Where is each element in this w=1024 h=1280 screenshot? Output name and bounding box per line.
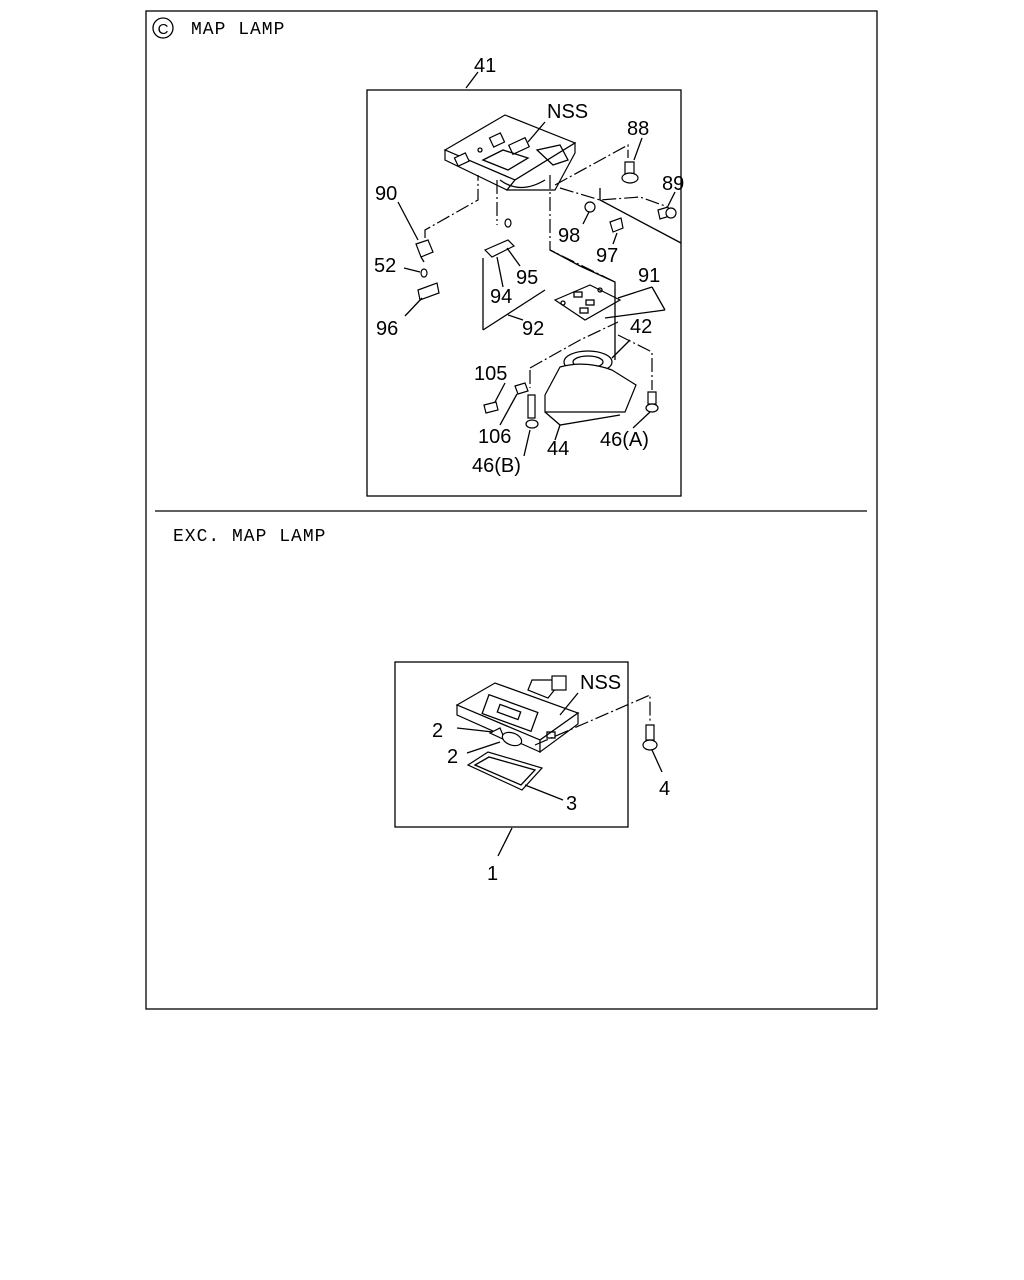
callout-46b: 46(B) [472, 455, 521, 477]
bulb-52 [420, 268, 428, 278]
callout-2-lower: 2 [447, 746, 458, 768]
exc-map-lamp-title: EXC. MAP LAMP [173, 527, 326, 547]
map-lamp-section: C MAP LAMP 41 NSS 88 [152, 17, 684, 497]
callout-1: 1 [487, 863, 498, 885]
base-plate-91 [553, 284, 622, 321]
callout-89: 89 [662, 173, 684, 195]
callout-96: 96 [376, 318, 398, 340]
callout-95: 95 [516, 267, 538, 289]
switch-94 [483, 218, 516, 258]
screw-89 [657, 206, 677, 220]
assembly-box-1 [394, 661, 629, 828]
callout-105: 105 [474, 363, 507, 385]
assembly-box-41 [366, 89, 682, 497]
map-lamp-title: MAP LAMP [191, 20, 285, 40]
nss-label-top: NSS [547, 101, 588, 123]
exc-map-lamp-section: EXC. MAP LAMP NSS 2 2 3 [173, 527, 670, 885]
circle-letter: C [158, 21, 169, 38]
callout-46a: 46(A) [600, 429, 649, 451]
console-housing [443, 114, 577, 191]
screw-46a [645, 391, 659, 413]
callout-90: 90 [375, 183, 397, 205]
lens-3 [466, 751, 544, 791]
callout-41: 41 [474, 55, 496, 77]
clip-97 [609, 217, 624, 233]
callout-2-upper: 2 [432, 720, 443, 742]
bracket-96 [417, 282, 440, 301]
callout-42: 42 [630, 316, 652, 338]
screw-46b [525, 394, 539, 429]
callout-3: 3 [566, 793, 577, 815]
callout-44: 44 [547, 438, 569, 460]
clip-90 [415, 239, 434, 263]
outer-frame [145, 10, 878, 1010]
screw-105 [483, 401, 499, 414]
callout-92: 92 [522, 318, 544, 340]
cover-44 [544, 363, 637, 426]
callout-94: 94 [490, 286, 512, 308]
copyright-circle-icon [152, 17, 174, 39]
callout-106: 106 [478, 426, 511, 448]
nut-98 [584, 201, 596, 213]
callout-97: 97 [596, 245, 618, 267]
screw-88 [621, 161, 639, 184]
callout-98: 98 [558, 225, 580, 247]
callout-88: 88 [627, 118, 649, 140]
callout-91: 91 [638, 265, 660, 287]
clip-106 [514, 382, 529, 395]
nss-label-bottom: NSS [580, 672, 621, 694]
callout-4: 4 [659, 778, 670, 800]
bulb-2 [488, 727, 523, 747]
callout-52: 52 [374, 255, 396, 277]
screw-4 [642, 724, 658, 751]
